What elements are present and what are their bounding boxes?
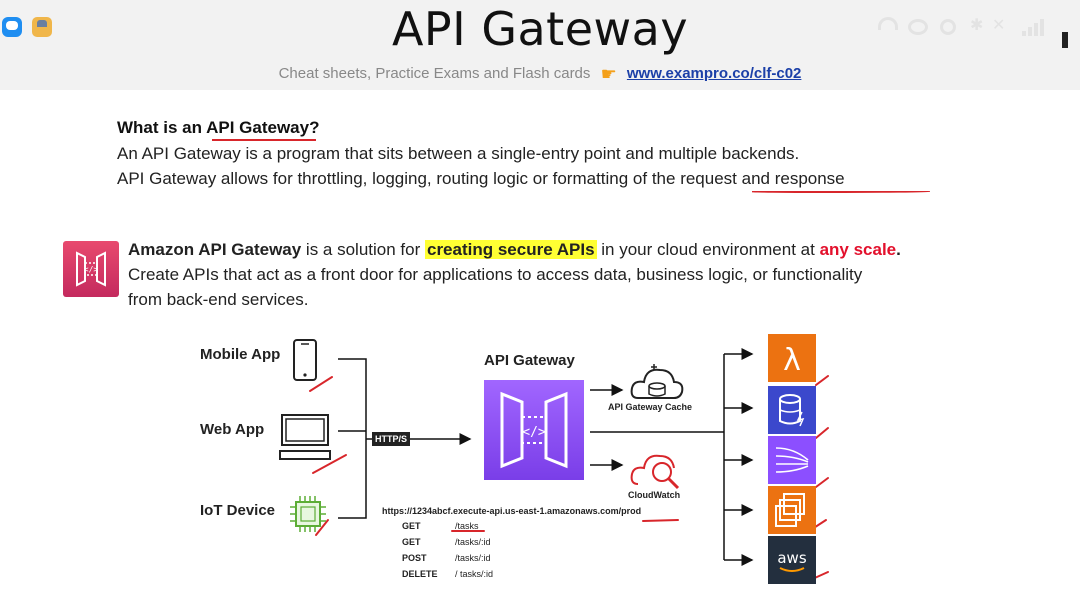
- diagram-lines: [309, 348, 829, 582]
- dynamodb-icon: [768, 386, 816, 434]
- api-gateway-service-icon: </>: [63, 241, 119, 297]
- iot-chip-icon: [290, 496, 326, 532]
- ec2-icon: [768, 486, 816, 534]
- protocol-badge: HTTP/S: [372, 432, 411, 446]
- service-line-3: from back-end services.: [128, 290, 309, 309]
- pointing-hand-icon: ☛: [600, 64, 617, 84]
- gateway-label: API Gateway: [484, 352, 575, 369]
- service-text-b: in your cloud environment at: [596, 240, 820, 259]
- headphones-icon: [878, 17, 898, 30]
- mail-app-icon[interactable]: [32, 17, 52, 37]
- cache-cloud-icon: [630, 364, 684, 399]
- route-method: GET: [402, 537, 421, 547]
- svg-text:λ: λ: [783, 343, 801, 378]
- client-label-mobile: Mobile App: [200, 346, 281, 363]
- scale-text: any scale: [819, 240, 897, 259]
- service-line-1: Amazon API Gateway is a solution for cre…: [128, 240, 901, 260]
- client-label-iot: IoT Device: [200, 502, 276, 519]
- desktop-computer-icon: [279, 414, 331, 460]
- subtitle-text: Cheat sheets, Practice Exams and Flash c…: [278, 65, 591, 82]
- service-text-a: is a solution for: [301, 240, 425, 259]
- client-label-web: Web App: [200, 421, 265, 438]
- page-title: API Gateway: [391, 2, 689, 56]
- aws-logo-icon: aws: [768, 536, 816, 584]
- svg-text:</>: </>: [522, 425, 546, 440]
- cache-label: API Gateway Cache: [608, 402, 693, 412]
- endpoint-url: https://1234abcf.execute-api.us-east-1.a…: [382, 506, 642, 516]
- intro-line-2-text: API Gateway allows for throttling, loggi…: [117, 169, 681, 188]
- chat-app-icon[interactable]: [2, 17, 22, 37]
- cloudwatch-label: CloudWatch: [628, 490, 681, 500]
- header-bar: API Gateway Cheat sheets, Practice Exams…: [0, 0, 1080, 90]
- status-bar-icons: ✱ ✕: [872, 14, 1062, 40]
- route-path: /tasks: [455, 521, 479, 531]
- route-path: /tasks/:id: [455, 537, 491, 547]
- question-heading: What is an API Gateway?: [117, 118, 320, 137]
- request-response-text: request and response: [680, 169, 845, 188]
- lambda-icon: λ: [768, 334, 816, 382]
- exampro-link[interactable]: www.exampro.co/clf-c02: [626, 65, 802, 82]
- mute-icon: ✕: [992, 17, 1006, 34]
- service-name: Amazon API Gateway: [128, 240, 302, 259]
- aws-logo-text: aws: [777, 549, 806, 567]
- route-method: GET: [402, 521, 421, 531]
- route-method: POST: [402, 553, 427, 563]
- mobile-phone-icon: [293, 339, 317, 381]
- cloudwatch-icon: [630, 454, 680, 490]
- signal-icon: [1022, 18, 1050, 36]
- scrollbar-handle[interactable]: [1062, 32, 1068, 48]
- annotation-underline: [212, 139, 316, 141]
- bluetooth-icon: ✱: [970, 17, 984, 34]
- eye-icon: [908, 19, 928, 35]
- route-method: DELETE: [402, 569, 438, 579]
- service-line-2: Create APIs that act as a front door for…: [128, 265, 863, 284]
- intro-line-2: API Gateway allows for throttling, loggi…: [117, 169, 845, 189]
- route-path: / tasks/:id: [455, 569, 494, 579]
- highlight-text: creating secure APIs: [424, 240, 597, 259]
- api-gateway-icon: </>: [484, 380, 584, 480]
- kinesis-icon: [768, 436, 816, 484]
- subtitle: Cheat sheets, Practice Exams and Flash c…: [0, 64, 1080, 85]
- period: .: [896, 240, 901, 259]
- intro-line-1: An API Gateway is a program that sits be…: [117, 144, 800, 163]
- alarm-icon: [940, 19, 956, 35]
- annotation-underline: [752, 191, 930, 193]
- svg-text:</>: </>: [84, 265, 99, 274]
- route-path: /tasks/:id: [455, 553, 491, 563]
- architecture-diagram: Mobile App Web App IoT Device HTTP/S API…: [0, 320, 1080, 615]
